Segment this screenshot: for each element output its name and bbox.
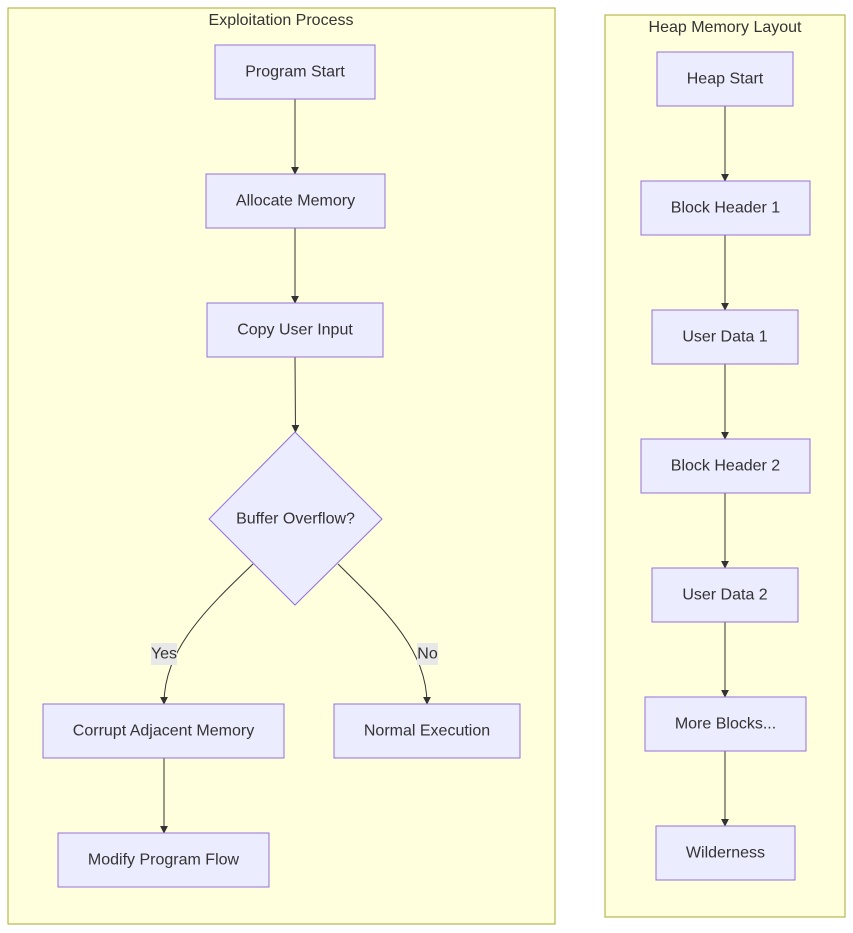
svg-text:User Data 2: User Data 2 — [682, 587, 767, 604]
svg-text:User Data 1: User Data 1 — [682, 329, 767, 346]
edge-label-yes: Yes — [151, 643, 177, 665]
node-modify-program-flow: Modify Program Flow — [57, 832, 270, 888]
edge-copy-to-overflow — [291, 356, 300, 433]
edge-label-no: No — [417, 643, 438, 665]
svg-text:Wilderness: Wilderness — [686, 845, 765, 862]
node-user-data-2: User Data 2 — [651, 567, 799, 623]
svg-text:Normal Execution: Normal Execution — [364, 723, 490, 740]
node-program-start: Program Start — [214, 44, 376, 100]
svg-text:Allocate Memory: Allocate Memory — [236, 193, 355, 210]
node-heap-start: Heap Start — [656, 51, 794, 107]
svg-text:Program Start: Program Start — [245, 64, 345, 81]
svg-text:Copy User Input: Copy User Input — [237, 322, 353, 339]
svg-text:Corrupt Adjacent Memory: Corrupt Adjacent Memory — [73, 723, 254, 740]
node-corrupt-adjacent-memory: Corrupt Adjacent Memory — [42, 703, 285, 759]
svg-text:Modify Program Flow: Modify Program Flow — [88, 852, 240, 869]
svg-text:Buffer Overflow?: Buffer Overflow? — [236, 511, 355, 528]
node-block-header-1: Block Header 1 — [640, 180, 811, 236]
node-copy-user-input: Copy User Input — [206, 302, 384, 358]
edge-overflow-yes — [160, 563, 254, 705]
node-normal-execution: Normal Execution — [333, 703, 521, 759]
svg-text:Heap Start: Heap Start — [687, 71, 764, 88]
node-block-header-2: Block Header 2 — [640, 438, 811, 494]
node-allocate-memory: Allocate Memory — [205, 173, 386, 229]
svg-text:No: No — [417, 646, 438, 663]
node-buffer-overflow-decision: Buffer Overflow? — [208, 431, 383, 606]
node-wilderness: Wilderness — [655, 825, 796, 881]
svg-text:Block Header 2: Block Header 2 — [671, 458, 780, 475]
svg-text:More Blocks...: More Blocks... — [675, 716, 776, 733]
cluster-title-exploitation: Exploitation Process — [209, 12, 354, 29]
edge-overflow-no — [337, 563, 431, 705]
node-user-data-1: User Data 1 — [651, 309, 799, 365]
node-more-blocks: More Blocks... — [644, 696, 807, 752]
cluster-title-heap: Heap Memory Layout — [649, 19, 803, 36]
svg-text:Block Header 1: Block Header 1 — [671, 200, 780, 217]
svg-text:Yes: Yes — [151, 646, 177, 663]
